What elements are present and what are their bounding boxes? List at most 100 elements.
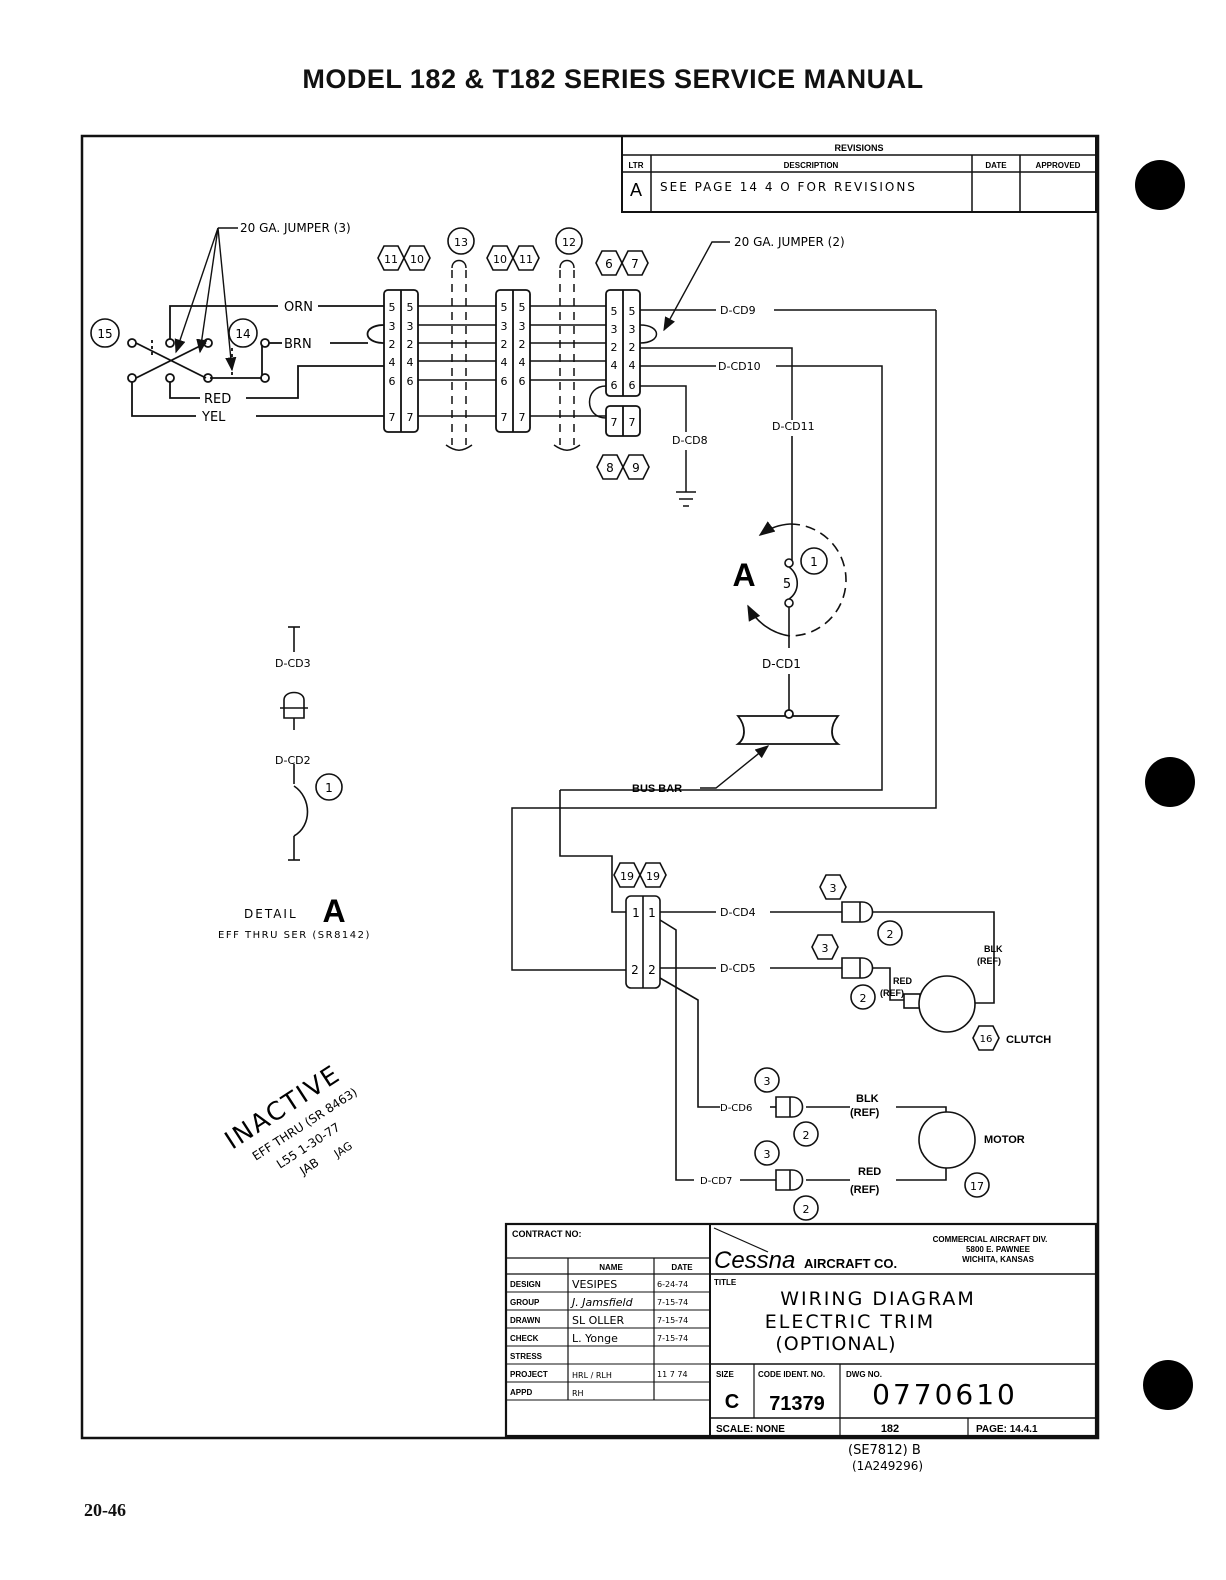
lower-connector-shapes <box>613 862 667 888</box>
detail-a-left <box>280 626 343 861</box>
role-appd: APPD <box>510 1388 532 1397</box>
item-16: 16 <box>980 1034 993 1045</box>
wire-orn-label: ORN <box>284 300 313 315</box>
detail-a-marker: A <box>732 557 755 593</box>
pin-left-a-6: 6 <box>389 375 396 388</box>
company-city: WICHITA, KANSAS <box>962 1255 1035 1264</box>
pin-mid-b-4: 4 <box>519 356 526 369</box>
detail-a-switch-pin: 5 <box>783 577 791 592</box>
item-3-motor-a: 3 <box>764 1075 771 1088</box>
revisions-block <box>621 135 1097 213</box>
lower-pin-2-a: 2 <box>631 963 639 977</box>
drawing-title-line2: ELECTRIC TRIM <box>765 1311 935 1333</box>
item-6: 6 <box>605 257 613 271</box>
pin-left-b-5: 5 <box>407 301 414 314</box>
name-header: NAME <box>599 1263 623 1272</box>
pin-right-b-6: 6 <box>629 379 636 392</box>
company-division: COMMERCIAL AIRCRAFT DIV. <box>933 1235 1048 1244</box>
scale-label: SCALE: NONE <box>716 1424 785 1435</box>
page-number: 20-46 <box>84 1500 126 1520</box>
title-label: TITLE <box>714 1278 737 1287</box>
pin-left-b-4: 4 <box>407 356 414 369</box>
date-header: DATE <box>671 1263 693 1272</box>
name-group: J. Jamsfield <box>570 1296 634 1309</box>
item-3-clutch-b: 3 <box>822 942 829 955</box>
drawing-title-line1: WIRING DIAGRAM <box>780 1288 976 1310</box>
model-value: 182 <box>881 1423 899 1435</box>
item-3-motor-b: 3 <box>764 1148 771 1161</box>
item-12: 12 <box>562 236 576 249</box>
wire-red-label: RED <box>204 392 231 407</box>
lower-pin-2-b: 2 <box>648 963 656 977</box>
item-17: 17 <box>970 1180 984 1193</box>
drawing-border <box>80 134 1100 1440</box>
pin-right-b-4: 4 <box>629 359 636 372</box>
ground-symbol <box>676 491 696 507</box>
pin-left-b-7: 7 <box>407 411 414 424</box>
pin-mid-b-3: 3 <box>519 320 526 333</box>
wire-d-cd5: D-CD5 <box>720 962 756 975</box>
clutch-label: CLUTCH <box>1006 1034 1051 1046</box>
pin-right-b-3: 3 <box>629 323 636 336</box>
item-11-mid: 11 <box>519 253 533 266</box>
revisions-title: REVISIONS <box>834 143 883 153</box>
pin-left-a-4: 4 <box>389 356 396 369</box>
detail-a-switch <box>747 436 847 712</box>
pin-mid-a-7: 7 <box>501 411 508 424</box>
motor-red-label: RED <box>858 1166 881 1178</box>
clutch-blk-label: BLK <box>984 944 1003 954</box>
pin-left-a-7: 7 <box>389 411 396 424</box>
pin-left-a-2: 2 <box>389 338 396 351</box>
jumper-left-label: 20 GA. JUMPER (3) <box>240 221 351 235</box>
harness-wires <box>418 305 937 971</box>
detail-item-1: 1 <box>325 781 333 795</box>
pin-right-a-5: 5 <box>611 305 618 318</box>
bus-bar-leader <box>700 745 770 789</box>
name-drawn: SL OLLER <box>572 1314 624 1327</box>
date-group: 7-15-74 <box>657 1298 688 1307</box>
item-14: 14 <box>235 327 250 341</box>
wire-d-cd3: D-CD3 <box>275 657 311 670</box>
jumper-right-label: 20 GA. JUMPER (2) <box>734 235 845 249</box>
role-group: GROUP <box>510 1298 540 1307</box>
detail-effectivity: EFF THRU SER (SR8142) <box>218 930 371 941</box>
item-15: 15 <box>97 327 112 341</box>
size-label: SIZE <box>716 1370 734 1379</box>
signoff-roles: DESIGN GROUP DRAWN CHECK STRESS PROJECT … <box>510 1280 548 1397</box>
trim-switch <box>127 305 385 417</box>
page-header-title: MODEL 182 & T182 SERIES SERVICE MANUAL <box>302 64 924 94</box>
role-project: PROJECT <box>510 1370 548 1379</box>
code-ident-value: 71379 <box>769 1393 825 1415</box>
item-9: 9 <box>632 461 640 475</box>
pin-left-a-5: 5 <box>389 301 396 314</box>
jumper-right-leader <box>663 241 730 332</box>
lower-pin-1-a: 1 <box>632 906 640 920</box>
signoff-names: VESIPES J. Jamsfield SL OLLER L. Yonge H… <box>570 1278 634 1398</box>
company-suffix: AIRCRAFT CO. <box>804 1256 897 1271</box>
pin-mid-a-6: 6 <box>501 375 508 388</box>
wire-d-cd1: D-CD1 <box>762 657 801 671</box>
lower-pin-1-b: 1 <box>648 906 656 920</box>
revisions-col-description: DESCRIPTION <box>784 161 839 170</box>
motor-blk-ref: (REF) <box>850 1107 880 1119</box>
pin-mid-a-3: 3 <box>501 320 508 333</box>
pin-right-b-2: 2 <box>629 341 636 354</box>
item-2-clutch-b: 2 <box>860 992 867 1005</box>
binder-hole-top <box>1135 160 1185 210</box>
code-ident-label: CODE IDENT. NO. <box>758 1370 825 1379</box>
revisions-col-approved: APPROVED <box>1036 161 1081 170</box>
detail-label: DETAIL <box>244 907 298 921</box>
pin-mid-b-2: 2 <box>519 338 526 351</box>
item-10-left: 10 <box>410 253 424 266</box>
role-stress: STRESS <box>510 1352 543 1361</box>
pin-mid-b-6: 6 <box>519 375 526 388</box>
pin-right-a-3: 3 <box>611 323 618 336</box>
pin-mid-a-4: 4 <box>501 356 508 369</box>
bus-bar <box>735 709 841 745</box>
pin-left-b-6: 6 <box>407 375 414 388</box>
wire-d-cd11: D-CD11 <box>772 420 815 433</box>
note-line2: (1A249296) <box>852 1459 923 1473</box>
item-2-motor-a: 2 <box>803 1129 810 1142</box>
drawing-title-line3: (OPTIONAL) <box>775 1333 896 1355</box>
name-design: VESIPES <box>572 1278 617 1291</box>
